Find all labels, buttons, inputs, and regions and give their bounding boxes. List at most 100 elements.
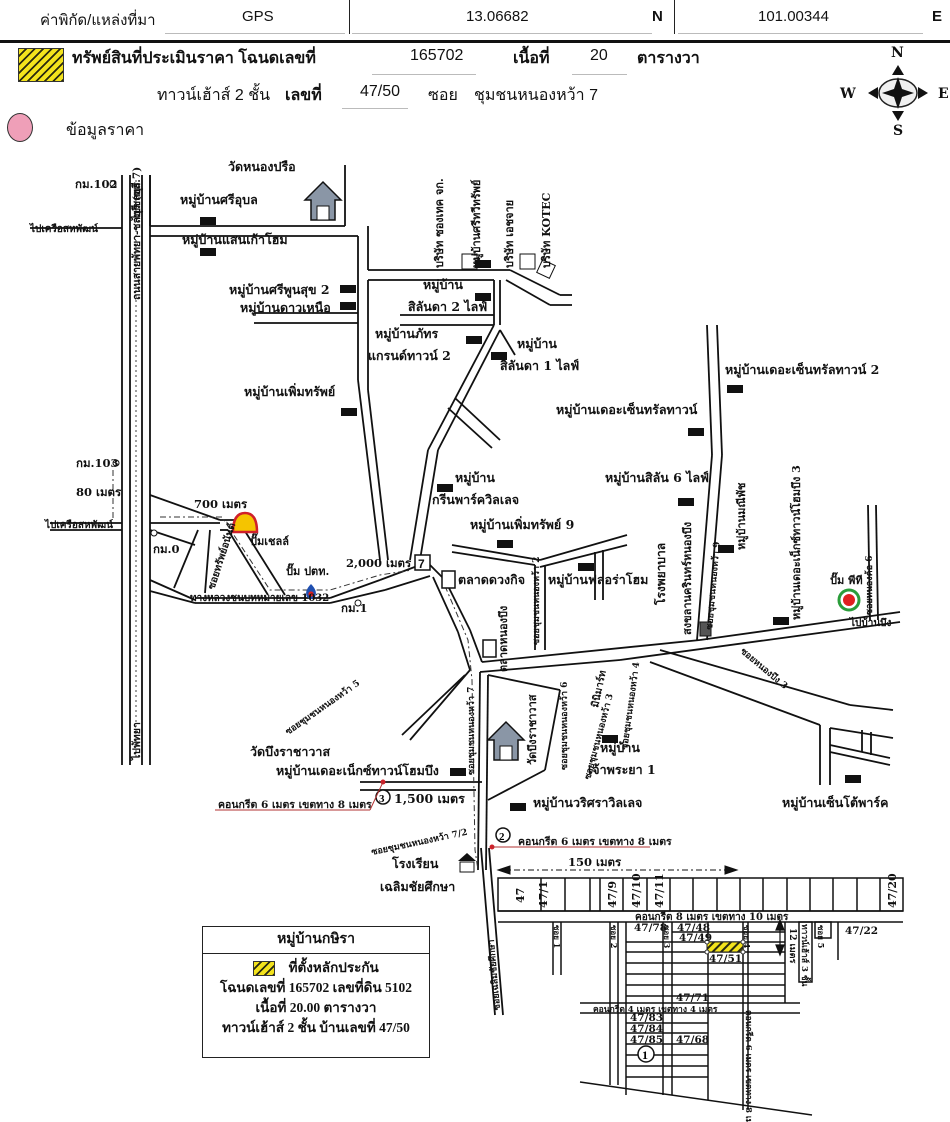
legend-box: หมู่บ้านกษิรา ที่ตั้งหลักประกัน โฉนดเลขท… <box>202 926 430 1058</box>
collateral-hatch-icon <box>18 48 64 82</box>
co-kotec-label: บริษัท KOTEC <box>540 192 553 268</box>
wat-bueng-label: วัดบึงราชาวาส <box>250 744 330 759</box>
wisara-label: หมู่บ้านวริศราวิลเลจ <box>533 795 642 811</box>
km0-label: กม.0 <box>153 542 180 556</box>
lon-direction: E <box>932 8 943 25</box>
soi-nongwa2-label: ซอยชุมชนหนองหว้า 2 <box>531 557 542 645</box>
village-icon <box>450 768 466 776</box>
village-icon <box>510 803 526 811</box>
lot-label: 47/1 <box>537 881 550 908</box>
lot-label: 47 <box>514 888 527 903</box>
village-icon <box>475 260 491 268</box>
village-icon <box>200 248 216 256</box>
market-icon <box>441 570 456 589</box>
silanta1-label-2: สิลันดา 1 ไลฟ์ <box>500 358 580 373</box>
phattra-label-2: แกรนด์ทาวน์ 2 <box>368 348 451 363</box>
lot-47-48: 47/48 <box>677 922 710 934</box>
central-town2-label: หมู่บ้านเดอะเซ็นทรัลทาวน์ 2 <box>725 362 879 378</box>
lot-label: 47/9 <box>606 881 619 908</box>
appraised-label: ทรัพย์สินที่ประเมินราคา โฉนดเลขที่ <box>72 50 316 67</box>
house-number: 47/50 <box>360 83 401 100</box>
soi-nongwa6-label: ซอยชุมชนหนองหว้า 6 <box>559 682 570 770</box>
company-box-icon <box>519 253 536 270</box>
centopark-label: หมู่บ้านเซ็นโต้พาร์ค <box>782 795 888 811</box>
coord-label: ค่าพิกัด/แหล่งที่มา <box>40 12 156 29</box>
lot-47-49: 47/49 <box>679 932 712 944</box>
soi-nongwa4-label: ซอยชุมชนหนองหว้า 4 <box>619 661 642 750</box>
nextown-nongbueng3-label: หมู่บ้านเดอะเน็กซ์ทาวน์โฮมบึง 3 <box>789 465 804 620</box>
legend-hatch-icon <box>253 961 276 977</box>
silanta1-label-1: หมู่บ้าน <box>517 336 557 352</box>
village-icon <box>688 428 704 436</box>
silan6-label: หมู่บ้านสิลัน 6 ไลฟ์ <box>605 470 709 486</box>
soi-nongbueng3-label: ซอยหนองบึง 3 <box>738 646 790 692</box>
width-12m-label: 12 เมตร <box>787 928 797 964</box>
price-point-1[interactable]: 1 <box>637 1045 655 1063</box>
highway-1032-label: ทางหลวงชนบทหมายเลข 1032 <box>190 593 329 604</box>
village-icon <box>340 285 356 293</box>
sri-ubon-label: หมู่บ้านศรีอุบล <box>180 192 258 208</box>
collateral-lot-marker[interactable] <box>706 941 744 953</box>
wat-nong-prue-label: วัดหนองปรือ <box>228 159 296 174</box>
lot-corner-markers <box>704 939 746 955</box>
village-icon <box>475 293 491 301</box>
longitude-value: 101.00344 <box>758 8 829 25</box>
soi-nongwa-road-label: ซอยชุมชนหนองหว้า 5 <box>283 678 362 738</box>
village-icon <box>437 484 453 492</box>
main-road-label: ถนนสายพัทยา-ชลบุรี (ทล.7) <box>130 167 144 300</box>
village-icon <box>727 385 743 393</box>
village-icon <box>340 302 356 310</box>
lot-47-85: 47/85 <box>630 1034 663 1046</box>
school-icon <box>458 853 476 873</box>
soi-3-label: ซอย 3 <box>662 925 672 949</box>
village-icon <box>200 217 216 225</box>
compass-east: E <box>938 86 949 102</box>
pt-station-icon <box>837 588 861 612</box>
chaophraya-label-2: เจ้าพระยา 1 <box>588 762 656 777</box>
price-data-label: ข้อมูลราคา <box>66 122 145 139</box>
soi-label: ซอย <box>428 87 458 104</box>
village-icon <box>678 498 694 506</box>
village-icon <box>466 336 482 344</box>
permsap9-label: หมู่บ้านเพิ่มทรัพย์ 9 <box>470 516 574 533</box>
ptt-station-icon <box>306 584 316 599</box>
soi-name: ชุมชนหนองหว้า 7 <box>474 87 598 104</box>
soi-nongwa9-label: ซอยชุมชนหนองหว้า 9 <box>704 541 723 630</box>
inner-road-plan-label: คอนกรีต 4 เมตร เขตทาง 4 เมตร <box>593 1004 718 1015</box>
central-town-label: หมู่บ้านเดอะเซ็นทรัลทาวน์ <box>556 402 698 418</box>
village-icon <box>773 617 789 625</box>
saen-kao-home-label: หมู่บ้านแสนเก้าโฮม <box>182 232 288 248</box>
price-point-3[interactable]: 3 <box>215 779 391 811</box>
coord-source: GPS <box>242 8 274 25</box>
lot-label: 47/11 <box>653 873 666 908</box>
to-ban-bueng-label: ไปบ้านบึง <box>849 616 892 629</box>
house-no-label: เลขที่ <box>285 87 322 104</box>
compass-south: S <box>893 123 903 139</box>
road-to-port-bottom: ไปเครือสหพัฒน์ <box>44 518 113 531</box>
village-icon <box>578 563 594 571</box>
soi-5-label: ซอย 5 <box>816 925 826 948</box>
lot-47-22: 47/22 <box>845 925 878 937</box>
lot-47-51: 47/51 <box>709 953 742 965</box>
wat-bueng-road-label: วัดบึงราชาวาส <box>526 694 539 765</box>
divider <box>349 0 350 34</box>
village-icon <box>491 352 507 360</box>
sriphoonsuk-label: หมู่บ้านศรีพูนสุข 2 <box>229 282 330 298</box>
lot-47-78: 47/78 <box>634 922 667 934</box>
school-label-1: โรงเรียน <box>391 856 439 871</box>
village-icon <box>497 540 513 548</box>
coordinate-header: ค่าพิกัด/แหล่งที่มา GPS 13.06682 N 101.0… <box>0 0 950 36</box>
silanta2-label-1: หมู่บ้าน <box>423 277 463 293</box>
price-point-2[interactable]: 2 <box>489 827 651 850</box>
road-network <box>30 165 901 1016</box>
dao-nuea-label: หมู่บ้านดาวเหนือ <box>240 300 331 316</box>
townhouse-label: ทาวน์เฮ้าส์ 3 ชั้น <box>799 924 812 987</box>
latitude-value: 13.06682 <box>466 8 529 25</box>
village-icons <box>200 217 861 811</box>
pt-station-label: ปั๊ม พีที <box>830 572 863 587</box>
lot-47-71: 47/71 <box>676 992 709 1004</box>
distance-1500m: 1,500 เมตร <box>394 791 465 806</box>
phattra-label-1: หมู่บ้านภัทร <box>375 326 438 342</box>
hospital-icon <box>699 621 712 637</box>
